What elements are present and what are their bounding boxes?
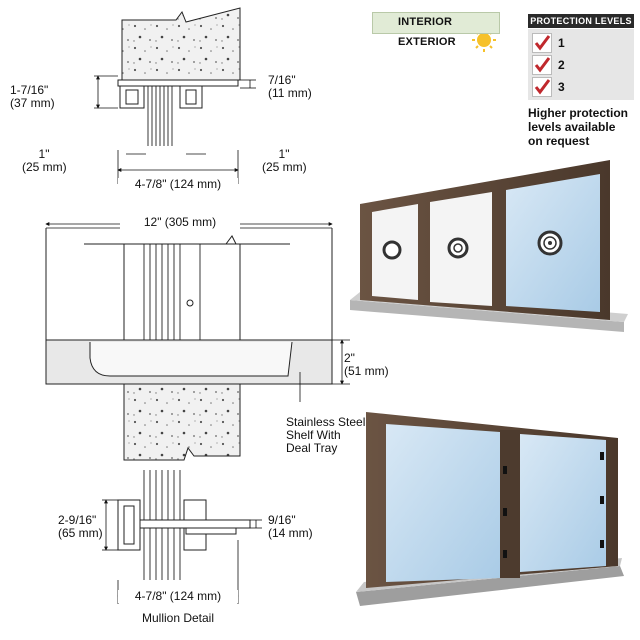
two-panel-window-render <box>356 412 624 606</box>
protection-level-3: 3 <box>558 80 565 94</box>
dim-mullion-lip: 9/16"(14 mm) <box>268 513 313 540</box>
protection-note: Higher protection levels available on re… <box>528 106 629 148</box>
check-icon-3 <box>532 77 552 97</box>
legend-exterior-label: EXTERIOR <box>398 36 456 48</box>
mullion-section-detail <box>102 470 262 604</box>
dim-shelf-width: 12" (305 mm) <box>120 216 240 229</box>
check-icon-1 <box>532 33 552 53</box>
legend-interior-label: INTERIOR <box>398 16 453 28</box>
dim-mullion-depth: 2-9/16"(65 mm) <box>58 513 103 540</box>
check-icon-2 <box>532 55 552 75</box>
dim-mullion-width: 4-7/8" (124 mm) <box>118 590 238 603</box>
dim-right-offset: 1"(25 mm) <box>262 147 307 174</box>
dim-head-height: 1-7/16"(37 mm) <box>10 83 55 110</box>
head-section-detail <box>94 7 256 184</box>
shelf-section-detail <box>45 222 350 461</box>
legend-interior-box <box>372 12 500 34</box>
mullion-detail-title: Mullion Detail <box>141 611 215 625</box>
protection-level-1: 1 <box>558 36 565 50</box>
dim-shelf-height: 2"(51 mm) <box>344 351 389 378</box>
dim-head-width: 4-7/8" (124 mm) <box>118 178 238 191</box>
protection-levels-title: PROTECTION LEVELS <box>528 14 634 28</box>
dim-left-offset: 1"(25 mm) <box>22 147 67 174</box>
dim-head-lip: 7/16"(11 mm) <box>268 73 312 100</box>
three-panel-window-render <box>350 160 628 332</box>
protection-level-2: 2 <box>558 58 565 72</box>
